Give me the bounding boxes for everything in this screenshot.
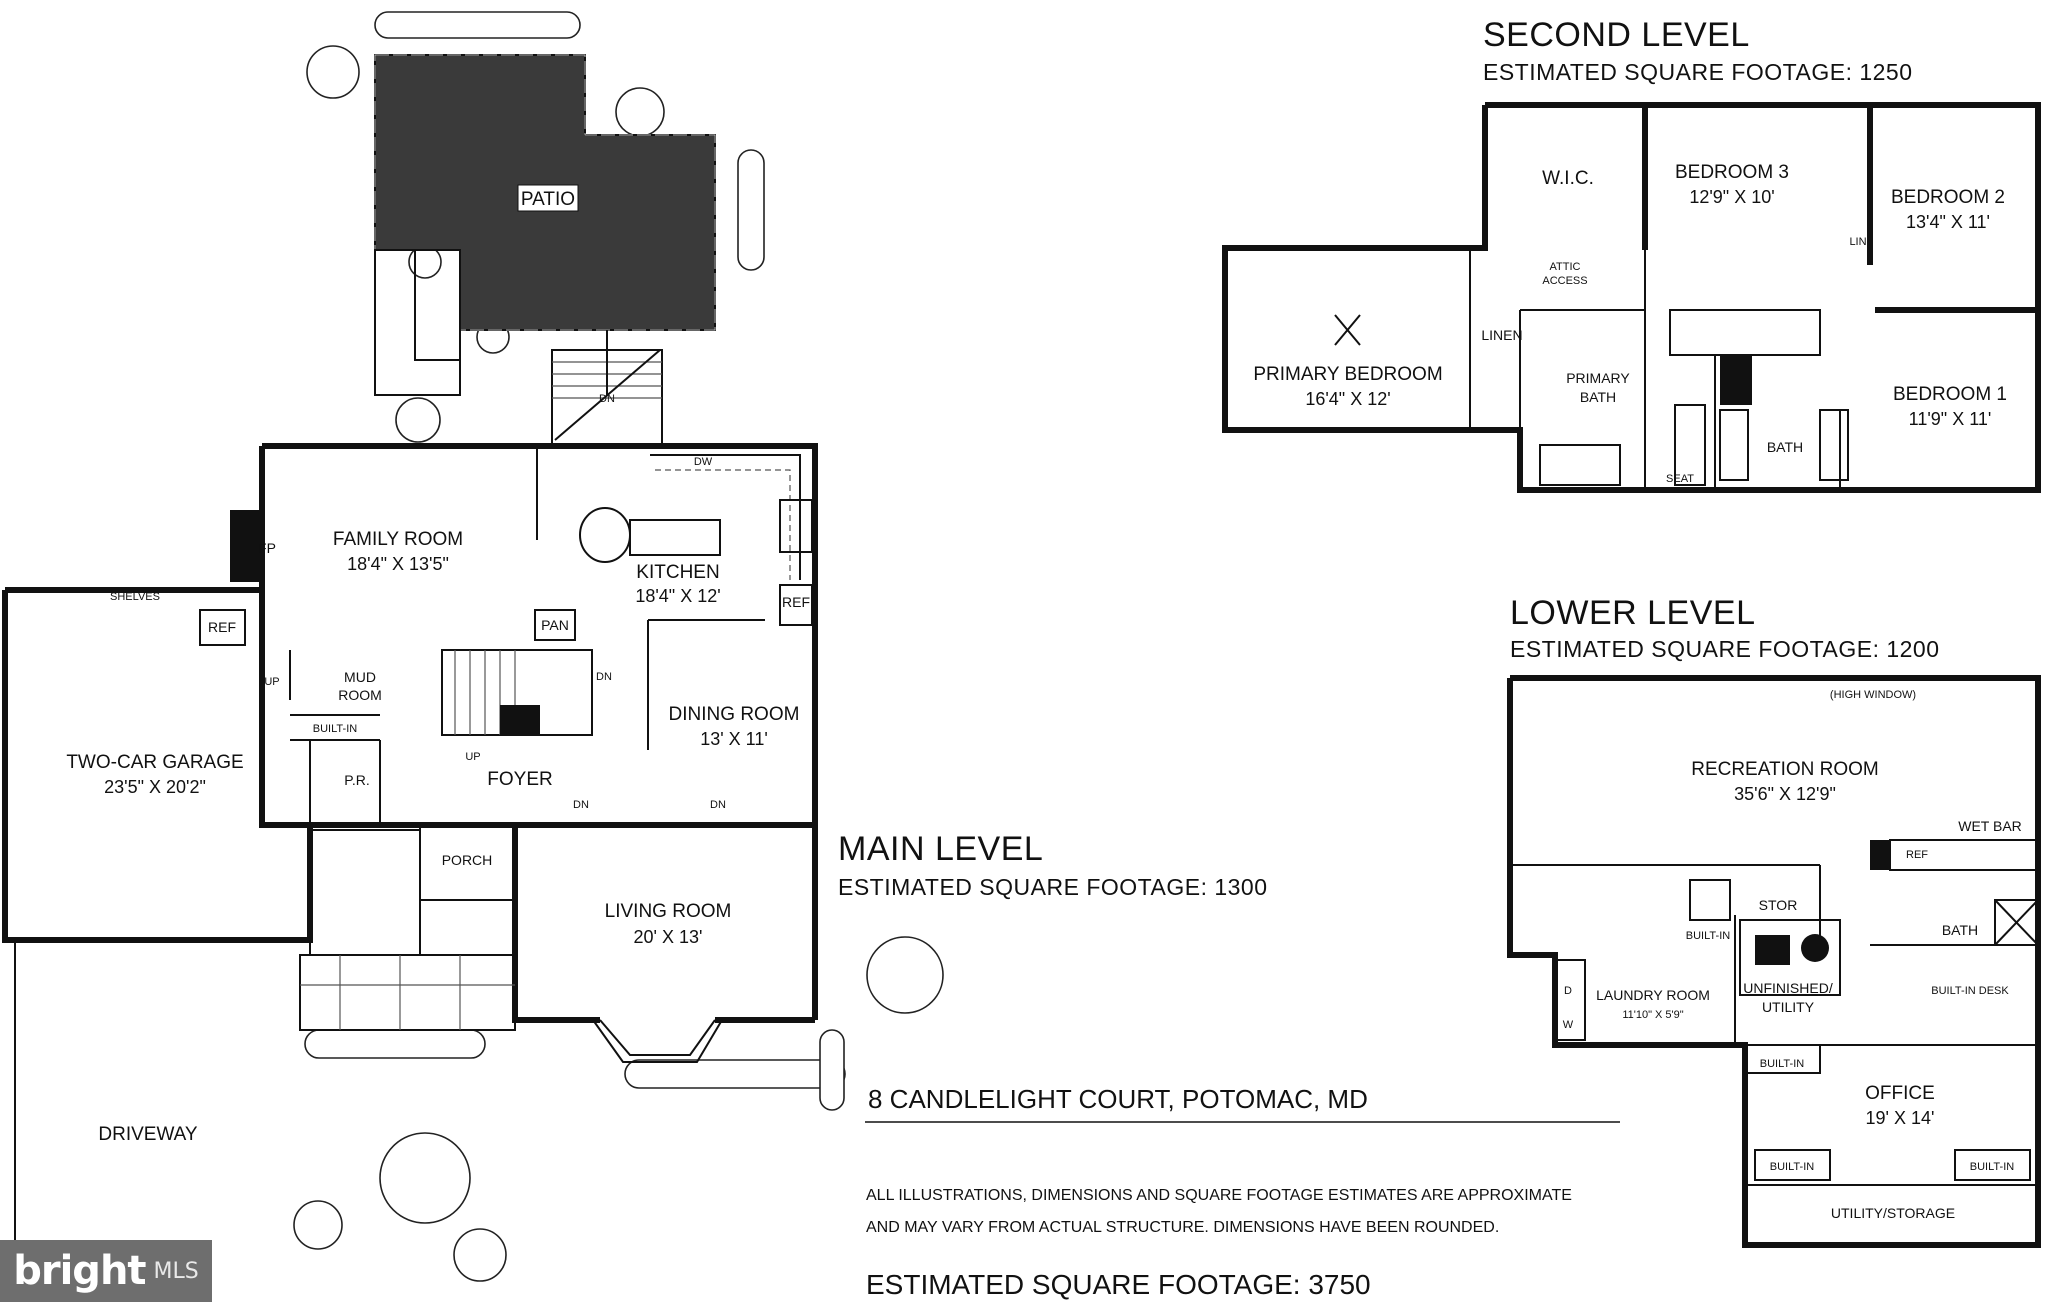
attic-label: ATTIC: [1550, 261, 1581, 273]
driveway-label: DRIVEWAY: [98, 1124, 198, 1145]
living-down-label-1: DN: [573, 799, 589, 811]
bath-label: BATH: [1767, 439, 1803, 455]
garage-shelves-label: SHELVES: [110, 591, 160, 603]
recreation-room-dim: 35'6" X 12'9": [1734, 784, 1836, 804]
primary-bath-label-2: BATH: [1580, 389, 1616, 405]
built-in-desk-label: BUILT-IN DESK: [1931, 985, 2009, 997]
disclaimer-line-1: ALL ILLUSTRATIONS, DIMENSIONS AND SQUARE…: [866, 1187, 1572, 1204]
attic-label-2: ACCESS: [1542, 275, 1587, 287]
kitchen-ref-label: REF: [782, 594, 810, 610]
bedroom3-dim: 12'9" X 10': [1689, 187, 1774, 207]
office-built-in-label-3: BUILT-IN: [1970, 1161, 2014, 1173]
laundry-room-label: LAUNDRY ROOM: [1596, 987, 1710, 1003]
office-built-in-label-2: BUILT-IN: [1770, 1161, 1814, 1173]
bedroom1-dim: 11'9" X 11': [1909, 409, 1992, 429]
unfinished-label-2: UTILITY: [1762, 999, 1815, 1015]
dining-room-dim: 13' X 11': [700, 729, 768, 749]
kitchen-label: KITCHEN: [636, 562, 719, 583]
address-label: 8 CANDLELIGHT COURT, POTOMAC, MD: [868, 1084, 1368, 1114]
powder-room-label: P.R.: [344, 772, 369, 788]
pantry-label: PAN: [541, 617, 569, 633]
unfinished-label: UNFINISHED/: [1743, 980, 1833, 996]
second-level-title: SECOND LEVEL: [1483, 16, 1750, 54]
patio: [374, 54, 716, 396]
mud-room-label-2: ROOM: [338, 687, 382, 703]
mud-room-label: MUD: [344, 669, 376, 685]
dishwasher-label: DW: [694, 456, 713, 468]
main-level-plan: PATIO: [2, 11, 944, 1302]
lin-label: LIN: [1849, 236, 1866, 248]
disclaimer-line-2: AND MAY VARY FROM ACTUAL STRUCTURE. DIME…: [866, 1219, 1499, 1236]
main-walls: [230, 443, 818, 1063]
garage-dim: 23'5" X 20'2": [104, 777, 206, 797]
kitchen-dim: 18'4" X 12': [635, 586, 720, 606]
patio-stair-down-label: DN: [599, 393, 615, 405]
dining-room-label: DINING ROOM: [669, 704, 800, 725]
wet-bar-label: WET BAR: [1958, 818, 2022, 834]
primary-bedroom-dim: 16'4" X 12': [1305, 389, 1390, 409]
living-room-label: LIVING ROOM: [605, 901, 732, 922]
recreation-room-label: RECREATION ROOM: [1691, 759, 1879, 780]
utility-storage-label: UTILITY/STORAGE: [1831, 1205, 1955, 1221]
second-level-plan: [1222, 102, 2041, 493]
laundry-room-dim: 11'10" X 5'9": [1622, 1009, 1683, 1021]
stor-label: STOR: [1759, 897, 1798, 913]
family-room-label: FAMILY ROOM: [333, 529, 463, 550]
dryer-label: D: [1564, 985, 1572, 997]
lower-level-sqft: ESTIMATED SQUARE FOOTAGE: 1200: [1510, 636, 1940, 662]
bright-mls-logo: bright MLS: [0, 1240, 212, 1302]
bedroom1-label: BEDROOM 1: [1893, 384, 2007, 405]
linen-label: LINEN: [1481, 327, 1522, 343]
living-down-label-2: DN: [710, 799, 726, 811]
primary-bath-label: PRIMARY: [1566, 370, 1630, 386]
lower-level-plan: [1507, 675, 2041, 1248]
garage-ref-label: REF: [208, 619, 236, 635]
bedroom3-label: BEDROOM 3: [1675, 162, 1789, 183]
main-level-title: MAIN LEVEL: [838, 830, 1043, 868]
office-dim: 19' X 14': [1866, 1108, 1935, 1128]
garage-up-label: UP: [264, 676, 279, 688]
bedroom2-label: BEDROOM 2: [1891, 187, 2005, 208]
lower-ref-label: REF: [1906, 849, 1928, 861]
porch-label: PORCH: [442, 852, 493, 868]
wic-label: W.I.C.: [1542, 168, 1594, 189]
stair-up-label: UP: [465, 751, 480, 763]
total-sqft-label: ESTIMATED SQUARE FOOTAGE: 3750: [866, 1269, 1371, 1300]
landscape-trees: [293, 11, 944, 1282]
office-built-in-label-1: BUILT-IN: [1760, 1058, 1804, 1070]
high-window-label: (HIGH WINDOW): [1830, 689, 1916, 701]
lower-built-in-label: BUILT-IN: [1686, 930, 1730, 942]
main-level-sqft: ESTIMATED SQUARE FOOTAGE: 1300: [838, 874, 1268, 900]
primary-bedroom-label: PRIMARY BEDROOM: [1253, 364, 1442, 385]
stair-down-label: DN: [596, 671, 612, 683]
lower-level-title: LOWER LEVEL: [1510, 594, 1755, 632]
family-room-dim: 18'4" X 13'5": [347, 554, 449, 574]
living-room-dim: 20' X 13': [634, 927, 703, 947]
washer-label: W: [1563, 1019, 1574, 1031]
garage-label: TWO-CAR GARAGE: [66, 752, 243, 773]
foyer-label: FOYER: [487, 769, 552, 790]
bedroom2-dim: 13'4" X 11': [1906, 212, 1990, 232]
bright-mls-logo-brand: bright: [13, 1248, 146, 1294]
fireplace-label: FP: [258, 540, 276, 556]
mud-built-in-label: BUILT-IN: [313, 723, 357, 735]
office-label: OFFICE: [1865, 1083, 1935, 1104]
seat-label: SEAT: [1666, 473, 1694, 485]
lower-bath-label: BATH: [1942, 922, 1978, 938]
second-level-sqft: ESTIMATED SQUARE FOOTAGE: 1250: [1483, 59, 1913, 85]
patio-stairs: [551, 330, 663, 449]
patio-label: PATIO: [521, 189, 575, 210]
bright-mls-logo-suffix: MLS: [153, 1258, 199, 1284]
